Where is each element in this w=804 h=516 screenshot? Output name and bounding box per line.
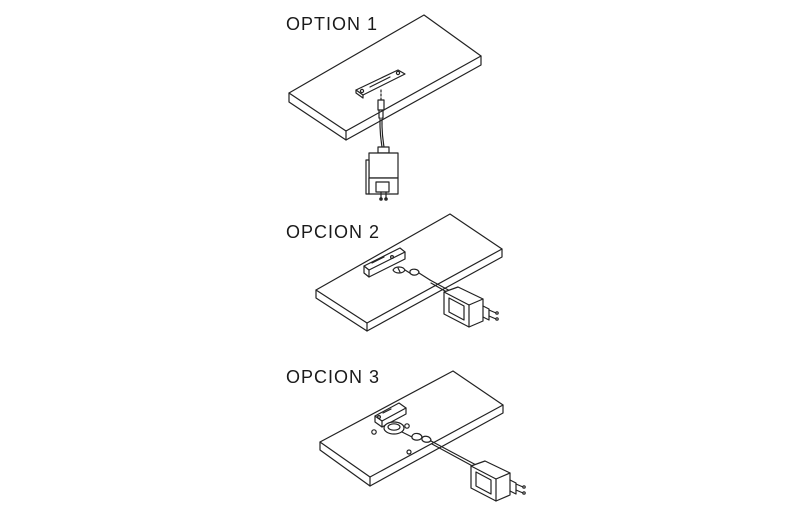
power-adapter-1 <box>366 147 398 200</box>
power-adapter-2 <box>444 287 498 327</box>
led-bracket-1 <box>356 70 405 98</box>
shelf-2 <box>316 214 502 331</box>
option-3-title: OPCION 3 <box>286 367 381 387</box>
option-1-title: OPTION 1 <box>286 14 379 34</box>
option-3-illustration <box>320 371 525 501</box>
option-2-illustration <box>316 214 502 331</box>
cable-3 <box>431 441 478 469</box>
option-2-title: OPCION 2 <box>286 222 381 242</box>
shelf-3 <box>320 371 503 486</box>
connector-3 <box>402 432 431 454</box>
cable-1 <box>378 90 384 147</box>
led-puck-3 <box>384 422 404 434</box>
option-1-illustration <box>289 15 481 200</box>
power-adapter-3 <box>471 461 525 501</box>
connector-2 <box>393 267 430 280</box>
shelf-1 <box>289 15 481 140</box>
mounting-screws-3 <box>372 424 409 434</box>
led-bracket-2 <box>364 248 405 277</box>
